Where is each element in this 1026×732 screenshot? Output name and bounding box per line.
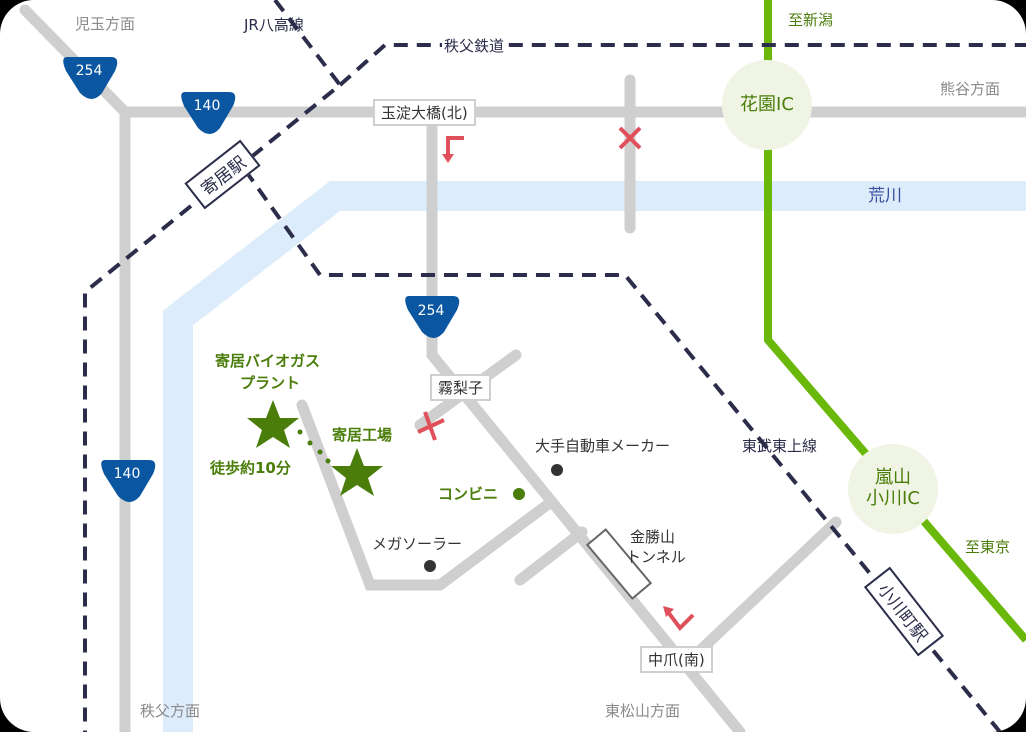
automaker-label: 大手自動車メーカー: [535, 437, 671, 455]
direction-higashimatsuyama: 東松山方面: [605, 702, 681, 720]
hanazono-ic[interactable]: 花園IC: [722, 60, 812, 150]
direction-chichibu: 秩父方面: [140, 702, 201, 720]
route-140-shield: 140: [113, 466, 141, 482]
biogas-label-1: 寄居バイオガス: [215, 352, 321, 370]
convenience-store-label: コンビニ: [438, 485, 499, 503]
tunnel-label-1: 金勝山: [630, 528, 676, 546]
route-140-shield: 140: [193, 98, 221, 114]
arakawa-label: 荒川: [868, 186, 902, 206]
road-254-north: [19, 4, 1026, 118]
jr-hachiko-label: JR八高線: [244, 16, 304, 34]
direction-niigata: 至新潟: [788, 11, 834, 29]
route-254-shield: 254: [417, 303, 445, 319]
direction-kumagaya: 熊谷方面: [940, 80, 1001, 98]
intersection-tamayodo: 玉淀大橋(北): [373, 99, 476, 126]
arakawa-river: [163, 181, 1026, 732]
road-254-main: [426, 106, 746, 732]
yorii-factory-label: 寄居工場: [332, 426, 393, 444]
intersection-nakazume: 中爪(南): [640, 646, 713, 673]
chichibu-railway-label: 秩父鉄道: [442, 37, 507, 55]
direction-tokyo: 至東京: [965, 538, 1011, 556]
jr-hachiko-line: [83, 0, 343, 732]
ic-label-line1: 嵐山: [875, 467, 911, 489]
direction-kodama: 児玉方面: [75, 15, 136, 33]
walk-time-label: 徒歩約10分: [210, 459, 291, 477]
chichibu-railway: [338, 43, 1026, 87]
tobu-tojo-label: 東武東上線: [742, 437, 818, 455]
route-254-shield: 254: [75, 63, 103, 79]
ranzan-ogawa-ic[interactable]: 嵐山 小川IC: [848, 444, 938, 534]
mega-solar-label: メガソーラー: [372, 535, 463, 553]
tobu-tojo-line: [243, 168, 1002, 732]
intersection-muriko: 霧梨子: [430, 374, 492, 401]
tunnel-label-2: トンネル: [626, 548, 686, 566]
ic-label-line2: 小川IC: [866, 488, 920, 509]
biogas-label-2: プラント: [240, 374, 301, 392]
